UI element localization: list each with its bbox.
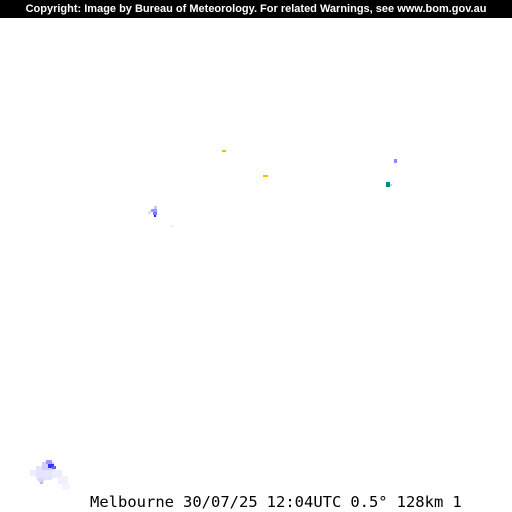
caption-elevation: 0.5° [350,493,388,511]
caption-location: Melbourne [90,493,174,511]
caption-time: 12:04UTC [266,493,342,511]
radar-echo-yellow-2 [263,175,268,177]
copyright-banner: Copyright: Image by Bureau of Meteorolog… [0,0,512,18]
caption-date: 30/07/25 [183,493,258,511]
radar-echo-cluster-bottom-left [30,460,70,490]
radar-echo-faint-right [390,184,392,186]
radar-echo-teal-right [386,182,390,187]
caption-range: 128km [396,493,444,511]
caption-frame: 1 [452,493,462,511]
radar-caption: Melbourne 30/07/25 12:04UTC 0.5° 128km 1 [90,493,462,512]
radar-echo-cluster-left [148,206,173,227]
radar-echo-yellow-1 [222,150,226,152]
radar-echo-purple-right [394,159,397,163]
